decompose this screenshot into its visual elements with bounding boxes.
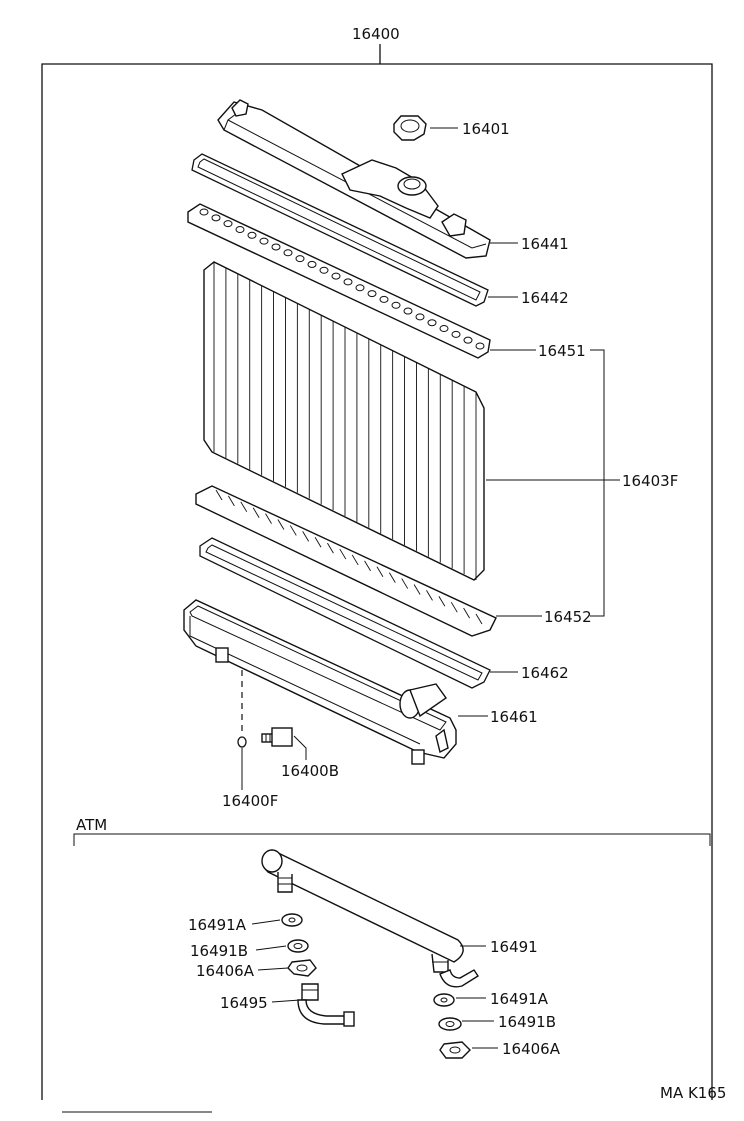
plate-tube-hole <box>355 284 365 292</box>
plate-tube-hole <box>439 325 449 333</box>
plate-tube-hole <box>391 301 401 309</box>
plate-tube-hole <box>451 330 461 338</box>
callout-16400B: 16400B <box>281 762 339 780</box>
callout-16491B-right: 16491B <box>498 1013 556 1031</box>
plate-tube-hole <box>331 272 341 280</box>
plate-slot <box>351 554 359 566</box>
footer-code: MA K165 <box>660 1084 726 1102</box>
callout-16451: 16451 <box>538 342 586 360</box>
plate-tube-hole <box>211 214 221 222</box>
plate-tube-hole <box>403 307 413 315</box>
plate-tube-hole <box>475 342 485 350</box>
atm-section-label: ATM <box>76 816 107 834</box>
lower-core-plate-16452 <box>195 485 542 637</box>
plate-tube-hole <box>427 319 437 327</box>
radiator-cap-16401 <box>393 115 458 141</box>
callout-16406A-right: 16406A <box>502 1040 561 1058</box>
plate-tube-hole <box>199 208 209 216</box>
plate-tube-hole <box>367 290 377 298</box>
plate-slot <box>314 537 322 548</box>
washer-16491B-left <box>255 939 309 953</box>
plate-slot <box>475 613 483 625</box>
callout-16491A-right: 16491A <box>490 990 549 1008</box>
main-frame <box>41 63 713 1100</box>
plate-slot <box>339 548 347 560</box>
plate-tube-hole <box>295 255 305 263</box>
plate-slot <box>376 566 384 577</box>
nut-16406A-right <box>439 1041 498 1059</box>
plate-slot <box>227 495 235 507</box>
callout-16403F: 16403F <box>622 472 678 490</box>
nut-16406A-left <box>257 959 317 977</box>
oil-cooler-16491 <box>261 849 486 988</box>
plate-slot <box>252 507 260 518</box>
callout-16442: 16442 <box>521 289 569 307</box>
washer-16491B-right <box>438 1017 494 1031</box>
plate-tube-hole <box>247 231 257 239</box>
plate-slot <box>327 542 334 554</box>
washer-16491A-right <box>433 993 486 1007</box>
upper-gasket-16442 <box>191 153 518 307</box>
assembly-number: 16400 <box>352 25 400 43</box>
callout-16401: 16401 <box>462 120 510 138</box>
plate-tube-hole <box>343 278 353 286</box>
bracket-16403F <box>590 349 605 617</box>
lower-tank-16461 <box>183 599 488 765</box>
callout-16491B-left: 16491B <box>190 942 248 960</box>
plate-slot <box>302 531 310 542</box>
plate-slot <box>277 519 285 530</box>
plate-slot <box>364 560 371 572</box>
radiator-core-16403F <box>203 261 620 581</box>
plate-slot <box>413 584 421 595</box>
plate-slot <box>388 572 396 583</box>
drain-cock-16400B <box>261 727 307 760</box>
callout-16462: 16462 <box>521 664 569 682</box>
callout-16495: 16495 <box>220 994 268 1012</box>
plate-tube-hole <box>235 225 245 233</box>
plate-slot <box>240 501 248 513</box>
callout-16491: 16491 <box>490 938 538 956</box>
callout-16452: 16452 <box>544 608 592 626</box>
plate-slot <box>426 590 433 601</box>
drain-plug-16400F <box>237 670 247 790</box>
callout-16406A-left: 16406A <box>196 962 255 980</box>
plate-tube-hole <box>223 220 233 228</box>
plate-slot <box>289 525 297 536</box>
plate-tube-hole <box>259 237 269 245</box>
callout-16441: 16441 <box>521 235 569 253</box>
plate-tube-hole <box>379 295 389 303</box>
plate-tube-hole <box>271 243 281 251</box>
callout-16400F: 16400F <box>222 792 278 810</box>
plate-slot <box>401 578 409 589</box>
lower-gasket-16462 <box>199 537 518 689</box>
washer-16491A-left <box>251 913 303 927</box>
atm-bracket <box>73 833 711 846</box>
upper-core-plate-16451 <box>187 203 536 359</box>
callout-16491A-left: 16491A <box>188 916 247 934</box>
plate-slot <box>450 601 458 613</box>
plate-tube-hole <box>307 260 317 268</box>
plate-tube-hole <box>463 336 473 344</box>
upper-tank-16441 <box>217 99 518 259</box>
plate-slot <box>215 489 223 501</box>
plate-slot <box>438 596 446 607</box>
plate-slot <box>265 513 272 524</box>
union-16495 <box>271 983 355 1027</box>
plate-tube-hole <box>319 266 329 274</box>
plate-tube-hole <box>283 249 293 257</box>
callout-16461: 16461 <box>490 708 538 726</box>
plate-slot <box>463 607 471 619</box>
plate-tube-hole <box>415 313 425 321</box>
